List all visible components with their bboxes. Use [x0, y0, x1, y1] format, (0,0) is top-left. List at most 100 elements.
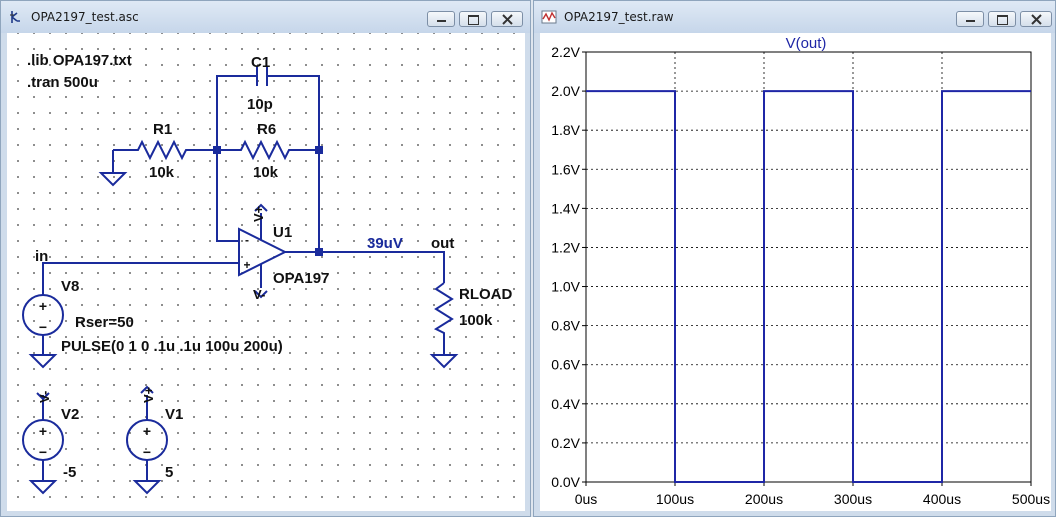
net-label-out[interactable]: out [431, 235, 454, 252]
y-tick-label: 0.0V [551, 474, 580, 490]
c1-name-label: C1 [251, 54, 270, 71]
y-tick-label: 2.0V [551, 83, 580, 99]
wire-in [42, 262, 239, 295]
x-tick-label: 500us [1012, 491, 1050, 507]
schematic-minimize-button[interactable] [427, 11, 455, 27]
minimize-icon [966, 20, 975, 22]
r1-name-label: R1 [153, 121, 172, 138]
v1-plus-sign: + [143, 423, 151, 439]
vminus-flag-v2 [36, 392, 50, 401]
waveform-close-button[interactable] [1020, 11, 1052, 27]
v8-name-label: V8 [61, 278, 79, 295]
waveform-window-title: OPA2197_test.raw [564, 10, 674, 24]
x-tick-label: 200us [745, 491, 783, 507]
r1-value-label: 10k [149, 164, 175, 181]
capacitor-c1 [256, 66, 268, 86]
v1-minus-sign: − [143, 444, 151, 460]
u1-vminus-label: V- [253, 287, 265, 302]
ground-v1 [132, 480, 162, 495]
rload-value-label: 100k [459, 312, 493, 329]
y-tick-label: 0.4V [551, 396, 580, 412]
schematic-app-icon [10, 11, 20, 23]
v8-value-label: PULSE(0 1 0 .1u .1u 100u 200u) [61, 338, 283, 355]
x-tick-label: 100us [656, 491, 694, 507]
y-tick-label: 0.6V [551, 357, 580, 373]
v2-name-label: V2 [61, 406, 79, 423]
opamp-noninv-pin: + [243, 258, 250, 272]
schematic-maximize-button[interactable] [459, 11, 487, 27]
r6-name-label: R6 [257, 121, 276, 138]
v2-net-label: V- [37, 391, 52, 403]
source-v8 [22, 294, 64, 336]
waveform-plot-pane[interactable]: V(out) 0.0V 0.2V 0.4V 0.6V 0.8V 1.0V 1.2V 1.4V 1… [540, 33, 1051, 511]
ground-rload [429, 354, 459, 369]
v8-plus-sign: + [39, 298, 47, 314]
directive-tran[interactable]: .tran 500u [27, 74, 98, 91]
junction-dot [315, 248, 323, 256]
schematic-window-title: OPA2197_test.asc [31, 10, 139, 24]
maximize-icon [997, 15, 1008, 25]
net-label-in[interactable]: in [35, 248, 48, 265]
v1-net-label: V+ [141, 386, 156, 403]
ground-v2 [28, 480, 58, 495]
waveform-app-icon [541, 10, 557, 24]
wire-inv-input [216, 150, 239, 242]
vminus-flag-u1 [254, 290, 268, 299]
y-tick-label: 1.4V [551, 200, 580, 216]
y-tick-label: 1.6V [551, 161, 580, 177]
opamp-inv-pin: - [245, 233, 249, 247]
v8-rser-label: Rser=50 [75, 314, 134, 331]
directive-lib[interactable]: .lib OPA197.txt [27, 52, 132, 69]
vplus-flag-u1 [254, 203, 268, 212]
x-tick-label: 400us [923, 491, 961, 507]
c1-value-label: 10p [247, 96, 273, 113]
u1-value-label: OPA197 [273, 270, 329, 287]
waveform-minimize-button[interactable] [956, 11, 984, 27]
v8-minus-sign: − [39, 319, 47, 335]
resistor-r1 [113, 139, 217, 161]
y-tick-label: 1.8V [551, 122, 580, 138]
probe-value-label: 39uV [367, 235, 403, 252]
close-icon [1031, 14, 1042, 25]
u1-name-label: U1 [273, 224, 292, 241]
waveform-titlebar[interactable]: OPA2197_test.raw [534, 1, 1055, 33]
waveform-plot[interactable]: V(out) 0.0V 0.2V 0.4V 0.6V 0.8V 1.0V 1.2V 1.4V 1… [540, 33, 1051, 511]
schematic-canvas[interactable]: + − + − + − - + .lib OPA197.txt .tran 50… [7, 33, 525, 511]
schematic-window[interactable]: OPA2197_test.asc [0, 0, 531, 517]
resistor-r6 [217, 139, 319, 161]
y-tick-label: 0.8V [551, 318, 580, 334]
v1-value-label: 5 [165, 464, 173, 481]
junction-dot [315, 146, 323, 154]
wire-c1-left [216, 75, 257, 150]
wire-c1-right [267, 75, 320, 150]
v2-value-label: -5 [63, 464, 76, 481]
vplus-flag-v1 [140, 385, 154, 394]
x-tick-label: 300us [834, 491, 872, 507]
schematic-close-button[interactable] [491, 11, 523, 27]
close-icon [502, 14, 513, 25]
ground-v8 [28, 354, 58, 369]
v2-minus-sign: − [39, 444, 47, 460]
y-tick-label: 2.2V [551, 44, 580, 60]
maximize-icon [468, 15, 479, 25]
opamp-u1 [238, 227, 288, 277]
minimize-icon [437, 20, 446, 22]
y-tick-label: 0.2V [551, 435, 580, 451]
r6-value-label: 10k [253, 164, 279, 181]
resistor-rload [433, 282, 454, 355]
rload-name-label: RLOAD [459, 286, 512, 303]
u1-vplus-label: V+ [251, 205, 266, 222]
v1-name-label: V1 [165, 406, 183, 423]
junction-dot [213, 146, 221, 154]
y-tick-label: 1.0V [551, 279, 580, 295]
waveform-window[interactable]: OPA2197_test.raw V(out) 0.0V 0.2V 0.4V 0.6V… [533, 0, 1056, 517]
v2-plus-sign: + [39, 423, 47, 439]
y-tick-label: 1.2V [551, 239, 580, 255]
plot-frame [585, 51, 1032, 483]
schematic-titlebar[interactable]: OPA2197_test.asc [1, 1, 530, 33]
waveform-maximize-button[interactable] [988, 11, 1016, 27]
ground-r1 [98, 172, 128, 187]
trace-vout [586, 90, 1031, 483]
x-tick-label: 0us [575, 491, 598, 507]
trace-label-vout[interactable]: V(out) [786, 35, 827, 52]
